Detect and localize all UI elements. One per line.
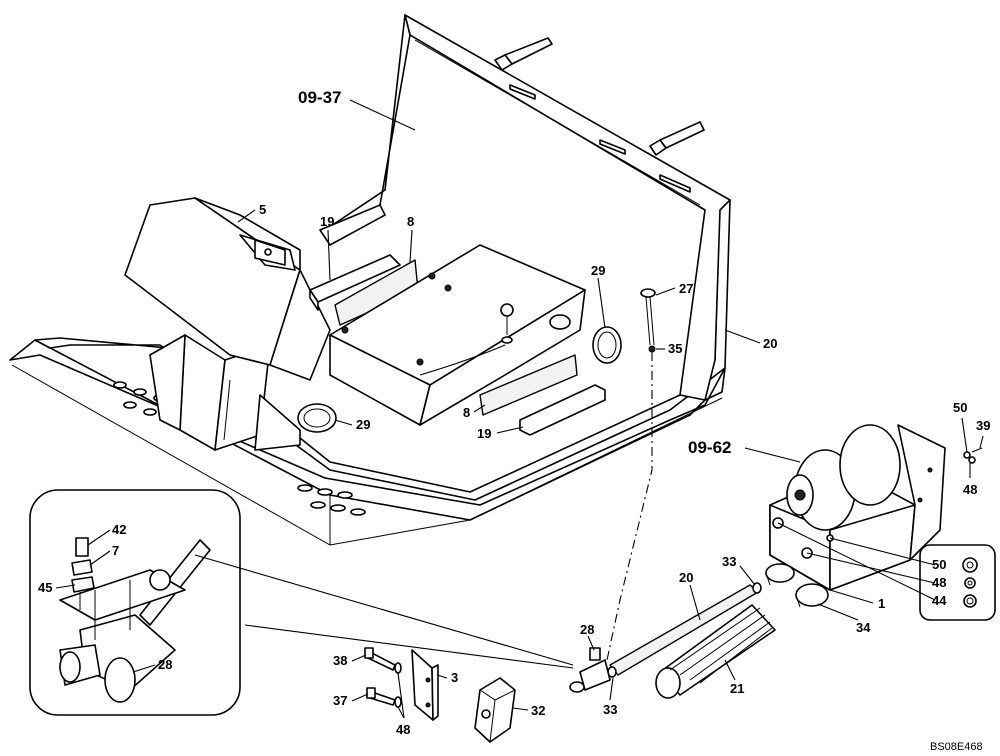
floor-holes [113,381,366,516]
callout-38: 38 [333,653,347,668]
rear-bracket-upper [494,37,553,71]
callout-5: 5 [259,202,266,217]
callout-19-upper: 19 [320,214,334,229]
assembly-label-0962: 09-62 [688,438,731,457]
corrugated-hose [655,604,776,699]
bolt-37 [366,687,396,706]
callout-32: 32 [531,703,545,718]
callout-42: 42 [112,522,126,537]
callout-48-inset: 48 [932,575,946,590]
projection-line-2 [244,624,574,669]
callout-3: 3 [451,670,458,685]
callout-28-valve: 28 [580,622,594,637]
callout-20-upper: 20 [763,336,777,351]
bracket-3 [411,649,439,721]
rear-wall-panel [324,14,731,401]
callout-50-inset: 50 [932,557,946,572]
callout-34: 34 [856,620,871,635]
lower-grille-pad [479,354,606,436]
callout-33-upper: 33 [722,554,736,569]
drain-tube [640,288,656,353]
callout-37: 37 [333,693,347,708]
callout-39: 39 [976,418,990,433]
callout-50-upper: 50 [953,400,967,415]
bracket-hardware [963,447,983,464]
callout-33-lower: 33 [603,702,617,717]
callout-20-lower: 20 [679,570,693,585]
callout-48-lower: 48 [396,722,410,737]
callout-44: 44 [932,593,947,608]
block-32 [474,677,516,743]
outlet-fitting-upper [765,563,795,586]
callout-27: 27 [679,281,693,296]
callout-29-left: 29 [356,417,370,432]
heater-blower-unit [769,424,946,591]
left-inner-wall [319,204,386,246]
assembly-label-0937: 09-37 [298,88,341,107]
bolt-38 [364,647,396,671]
seat-console [124,197,331,381]
duct-ring-left [297,403,337,433]
clamp-ring-33 [607,582,762,678]
leader-lines [55,99,984,719]
callout-35: 35 [668,341,682,356]
callout-7: 7 [112,543,119,558]
drain-centerline [606,352,653,661]
valve-detail-inset [29,489,241,716]
callout-8-upper: 8 [407,214,414,229]
heater-box [329,244,586,426]
callout-19-lower: 19 [477,426,491,441]
seat-pedestal [149,334,301,451]
callout-28-inset: 28 [158,657,172,672]
outlet-fitting-lower [795,583,829,608]
duct-ring-right [592,326,622,364]
callout-48-upper: 48 [963,482,977,497]
hardware-inset [919,544,996,621]
projection-line-1 [194,554,574,666]
drawing-code: BS08E468 [930,741,983,753]
callout-29-right: 29 [591,263,605,278]
rear-bracket-lower [649,121,705,156]
callout-8-lower: 8 [463,405,470,420]
valve-small [569,647,611,693]
callout-21: 21 [730,681,744,696]
callout-1: 1 [878,596,885,611]
callout-45: 45 [38,580,52,595]
